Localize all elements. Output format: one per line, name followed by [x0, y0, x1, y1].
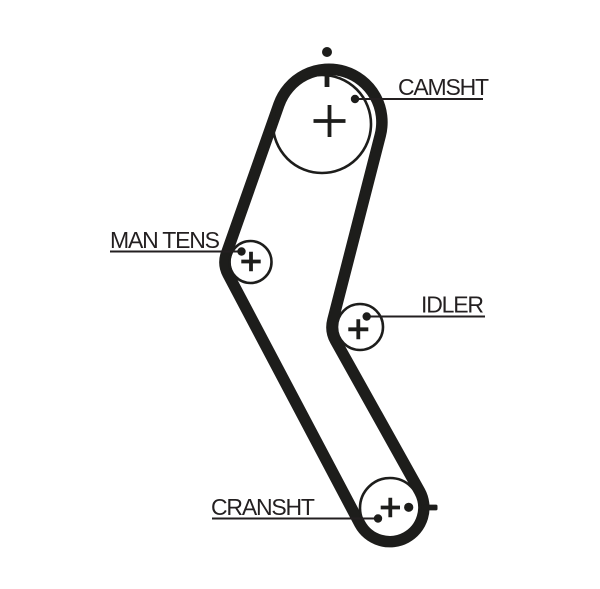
idler-pulley	[335, 302, 385, 352]
crankshaft-label: CRANSHT	[211, 494, 315, 520]
crankshaft-circle	[358, 476, 422, 540]
manual-tensioner-circle	[228, 239, 273, 285]
crankshaft-reference-dot-icon	[404, 502, 414, 512]
manual-tensioner-pulley	[228, 239, 273, 285]
camshaft-callout: CAMSHT	[350, 74, 490, 104]
crankshaft-callout: CRANSHT	[211, 494, 383, 523]
camshaft-label: CAMSHT	[398, 74, 489, 100]
camshaft-timing-mark-icon	[324, 71, 330, 87]
crankshaft-center-cross-icon	[380, 497, 400, 518]
idler-leader-dot	[362, 312, 371, 321]
manual-tensioner-center-cross-icon	[241, 251, 261, 272]
crankshaft-pulley	[358, 476, 438, 540]
manual-tensioner-callout: MAN TENS	[110, 227, 246, 256]
idler-center-cross-icon	[348, 319, 369, 340]
manual-tensioner-label: MAN TENS	[110, 227, 220, 253]
crankshaft-leader-dot	[373, 514, 383, 523]
idler-callout: IDLER	[362, 292, 485, 321]
timing-belt	[219, 63, 430, 548]
camshaft-center-cross-icon	[313, 105, 346, 137]
crankshaft-minus-mark-icon	[423, 504, 438, 511]
idler-label: IDLER	[421, 292, 483, 318]
camshaft-leader-dot	[350, 94, 360, 104]
camshaft-pulley	[271, 47, 373, 175]
camshaft-timing-dot-icon	[322, 47, 332, 57]
idler-circle	[335, 302, 385, 352]
camshaft-pulley-circle	[271, 73, 373, 175]
manual-tensioner-leader-dot	[237, 247, 246, 256]
